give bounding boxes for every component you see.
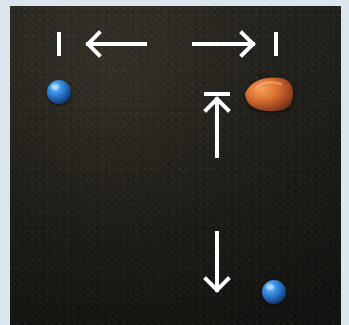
blue-ball-bottom[interactable] [262, 280, 286, 304]
game-board[interactable] [10, 6, 341, 325]
arrow-down-icon [203, 231, 231, 293]
blue-ball-left[interactable] [47, 80, 71, 104]
arrow-right-icon [192, 30, 256, 58]
arrow-left-icon [85, 30, 147, 58]
orange-pebble[interactable] [245, 77, 293, 112]
arrow-up-icon [203, 96, 231, 158]
game-layer [10, 6, 341, 325]
game-scene [47, 30, 293, 304]
